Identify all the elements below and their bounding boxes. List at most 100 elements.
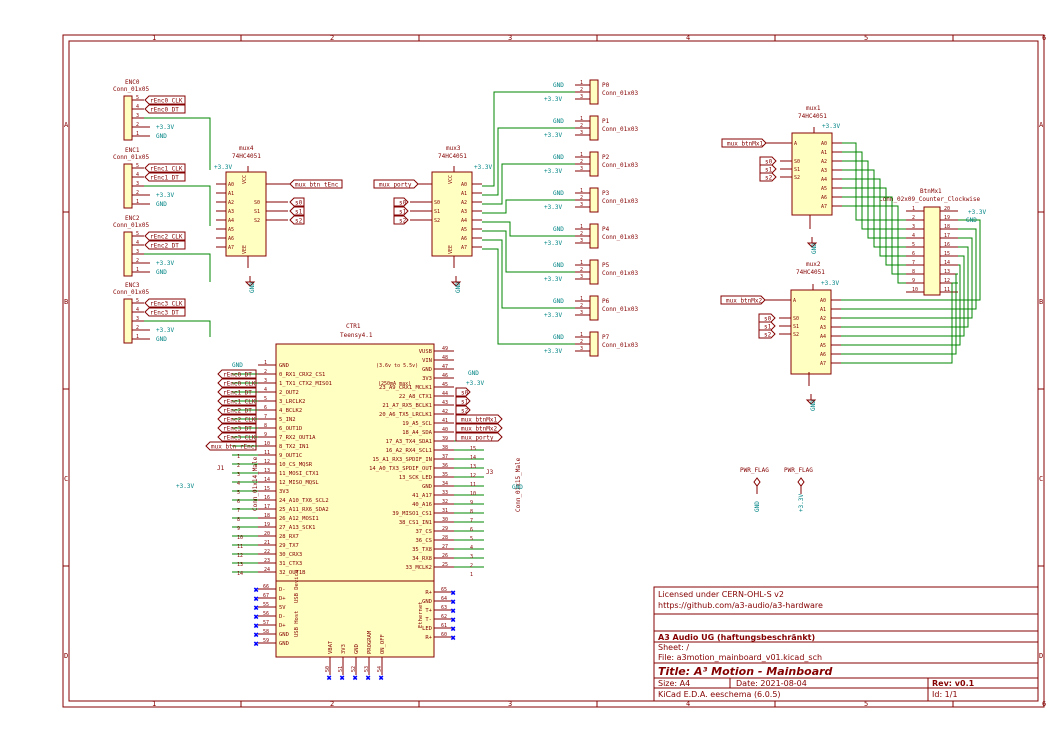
teensy-left-number: 15: [264, 486, 270, 492]
pot-ref: P4: [602, 226, 610, 233]
encoder-wire: [144, 320, 211, 337]
pot-wire: [482, 248, 575, 345]
teensy-right-number: 46: [442, 373, 448, 379]
teensy-vin-note: (3.6v to 5.5v): [376, 363, 418, 369]
pot-3v3-label: +3.3V: [544, 276, 562, 283]
encoder-body: [123, 163, 133, 209]
pot-pin-number: 2: [580, 267, 583, 273]
mux2-pin-name: A5: [820, 343, 826, 349]
encoder-pin-number: 2: [136, 190, 139, 196]
teensy-right-name: VIN: [422, 358, 432, 364]
j3-pin-number: 5: [470, 536, 473, 542]
usb-pin-name: GND: [279, 632, 289, 638]
no-connect-icon: ×: [254, 622, 258, 630]
sheet-title: Title: A³ Motion - Mainboard: [658, 665, 833, 678]
encoder-3v3-label: +3.3V: [156, 192, 174, 199]
encoder-dt-label-box: [144, 172, 186, 182]
encoder-pin-number: 2: [136, 122, 139, 128]
teensy-right-number: 34: [442, 481, 448, 487]
encoder-clk-label: rEnc3_CLK: [150, 301, 183, 308]
no-connect-icon: ×: [451, 589, 455, 597]
teensy-left-number: 3: [264, 378, 267, 384]
pot-gnd-label: GND: [553, 226, 564, 233]
mux3-chip[interactable]: mux3 74HC4051: [431, 145, 473, 257]
no-connect-icon: ×: [254, 604, 258, 612]
pot-pin-number: 2: [580, 159, 583, 165]
btnmx-right-number: 14: [944, 260, 950, 266]
mux1-chip[interactable]: mux1 74HC4051: [791, 105, 833, 216]
teensy-right-number: 41: [442, 418, 448, 424]
mux2-gnd-label: GND: [810, 400, 817, 411]
pot-value: Conn_01x03: [602, 342, 639, 349]
pot-ref: P5: [602, 262, 610, 269]
encoder-clk-label: rEnc2_CLK: [150, 234, 183, 241]
teensy-left-name: 3_LRCLK2: [279, 399, 306, 405]
teensy-right-number: 31: [442, 508, 448, 514]
pot-3v3-label: +3.3V: [544, 132, 562, 139]
teensy-right-label-box: [455, 432, 503, 442]
teensy-right-label: s1: [461, 399, 469, 406]
mux3-select-name: S2: [434, 218, 440, 224]
teensy-left-name: 0_RX1_CRX2_CS1: [279, 372, 325, 378]
btnmx-left-number: 6: [912, 251, 915, 257]
teensy-left-number: 21: [264, 540, 270, 546]
teensy-right-label-box: [455, 396, 471, 406]
teensy-left-name: GND: [279, 363, 289, 369]
usb-pin-number: 58: [263, 629, 269, 635]
row-marker-left: D: [64, 652, 68, 660]
bottom-pin-number: 53: [364, 666, 370, 672]
mux1-select-label-box: [759, 172, 777, 182]
no-connect-icon: ×: [366, 674, 370, 682]
mux2-chip[interactable]: mux2 74HC4051: [790, 261, 832, 375]
pot-wire: [482, 163, 575, 205]
teensy-right-name: 19_A5_SCL: [402, 421, 432, 427]
sheet-rev: Rev: v0.1: [932, 679, 975, 688]
teensy-right-number: 45: [442, 382, 448, 388]
row-marker-right: C: [1039, 475, 1043, 483]
bottom-pin-name: PROGRAM: [367, 630, 373, 654]
mux3-ref: mux3: [446, 145, 461, 152]
encoder-dt-label: rEnc3_DT: [150, 310, 179, 317]
btnmx-right-number: 12: [944, 278, 950, 284]
j3-gnd: GND: [512, 484, 523, 491]
teensy-right-number: 33: [442, 490, 448, 496]
mux4-pin-name: A3: [228, 209, 234, 215]
btnmx-wire: [841, 237, 973, 319]
col-marker-top: 4: [686, 34, 690, 42]
teensy-right-label-box: [455, 387, 471, 397]
j3-pin-number: 12: [470, 473, 476, 479]
teensy-right-label: mux_btnMx1: [461, 417, 498, 424]
usb-pin-name: D-: [279, 587, 286, 593]
pot-wire: [482, 230, 575, 273]
j1-pin-number: 13: [237, 562, 243, 568]
j3-pin-number: 1: [470, 572, 473, 578]
mux4-chip[interactable]: mux4 74HC4051: [225, 145, 267, 257]
mux2-select-label-box: [758, 313, 776, 323]
pot-pin-number: 2: [580, 123, 583, 129]
teensy-right-number: 35: [442, 472, 448, 478]
j1-pin-number: 3: [237, 472, 240, 478]
teensy-left-label-box: [217, 423, 257, 433]
bottom-pin-name: 3V3: [341, 644, 347, 654]
encoder-pin-number: 4: [136, 172, 139, 178]
teensy-right-name: 17_A3_TX4_SDA1: [386, 439, 432, 445]
pot-pin-number: 3: [580, 274, 583, 280]
encoder-value: Conn_01x05: [113, 154, 150, 161]
btnmx-connector[interactable]: BtnMx1 Conn_02x09_Counter_Clockwise: [879, 188, 981, 296]
pot-gnd-label: GND: [553, 190, 564, 197]
col-marker-bottom: 5: [864, 700, 868, 708]
pot-pin-number: 3: [580, 346, 583, 352]
no-connect-icon: ×: [254, 613, 258, 621]
eth-pin-name: T+: [425, 608, 432, 614]
encoder-body: [123, 298, 133, 344]
mux3-3v3: +3.3V: [474, 164, 492, 171]
mux2-select-label: s2: [764, 332, 772, 339]
teensy-right-label-box: [455, 414, 503, 424]
mux1-pin-name: A6: [821, 195, 827, 201]
no-connect-icon: ×: [327, 674, 331, 682]
teensy-module[interactable]: CTR1 Teensy4.1: [275, 323, 435, 658]
no-connect-icon: ×: [451, 625, 455, 633]
btnmx-left-number: 2: [912, 215, 915, 221]
teensy-left-name: 28_RX7: [279, 534, 299, 540]
